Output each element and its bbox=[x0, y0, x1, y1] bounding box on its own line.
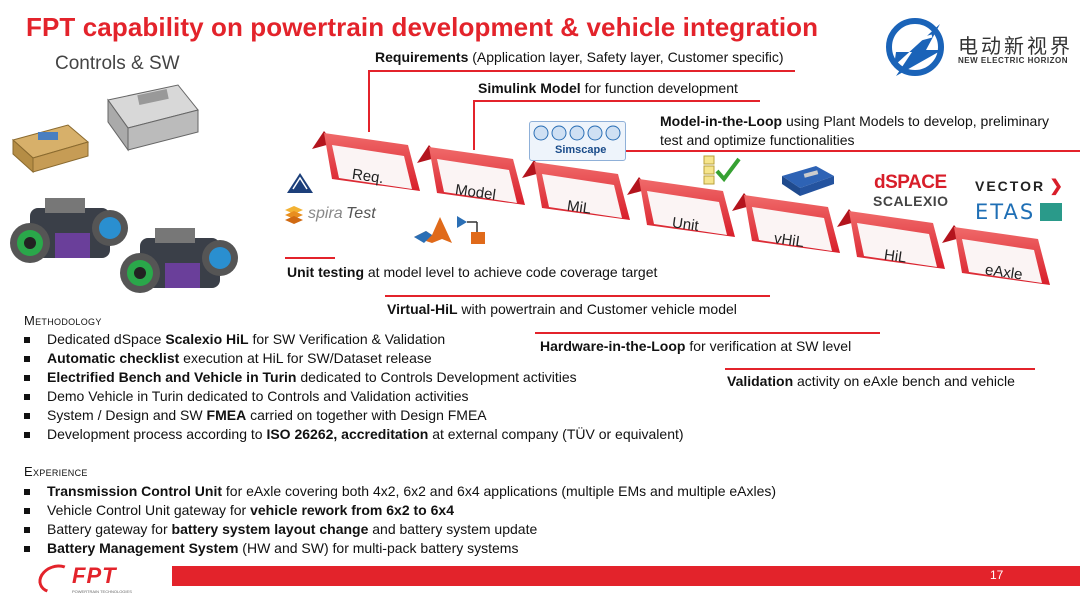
checklist-icon bbox=[703, 155, 741, 185]
scalexio-logo: SCALEXIO bbox=[873, 193, 949, 209]
vhil-leader-line bbox=[385, 295, 770, 297]
methodology-item-text: execution at HiL for SW/Dataset release bbox=[179, 350, 432, 366]
matlab-icon bbox=[414, 217, 452, 243]
methodology-item-bold-text: Electrified Bench and Vehicle in Turin bbox=[47, 369, 297, 385]
methodology-item-bold-text: ISO 26262, accreditation bbox=[266, 426, 429, 442]
spiratest-text-a: spira bbox=[308, 205, 343, 222]
experience-item-bold-text: vehicle rework from 6x2 to 6x4 bbox=[250, 502, 454, 518]
methodology-item-bold-text: Automatic checklist bbox=[47, 350, 180, 366]
page-number: 17 bbox=[990, 568, 1004, 582]
experience-item-text: Battery gateway for bbox=[47, 521, 172, 537]
spiratest-text-b: Test bbox=[346, 205, 376, 222]
etas-logo: ETAS bbox=[975, 200, 1062, 224]
experience-item-text: Vehicle Control Unit gateway for bbox=[47, 502, 251, 518]
etas-logo-text: ETAS bbox=[975, 200, 1036, 224]
methodology-item-bold-text: Scalexio HiL bbox=[165, 331, 249, 347]
ecu-hardware-image bbox=[11, 84, 199, 174]
eaxle-hardware-image bbox=[10, 198, 238, 293]
simulink-callout: Simulink Model for function development bbox=[478, 80, 738, 96]
spiratest-icon bbox=[285, 206, 303, 224]
methodology-item-text: System / Design and SW bbox=[47, 407, 207, 423]
methodology-item: System / Design and SW FMEA carried on t… bbox=[22, 406, 684, 425]
simscape-logo: Simscape bbox=[529, 121, 626, 161]
spiratest-logo: spira Test bbox=[283, 203, 378, 227]
methodology-list: Dedicated dSpace Scalexio HiL for SW Ver… bbox=[22, 330, 684, 444]
methodology-item: Development process according to ISO 262… bbox=[22, 425, 684, 444]
methodology-item-text: carried on together with Design FMEA bbox=[246, 407, 487, 423]
methodology-item: Dedicated dSpace Scalexio HiL for SW Ver… bbox=[22, 330, 684, 349]
fpt-logo: FPT POWERTRAIN TECHNOLOGIES bbox=[34, 559, 148, 601]
model-leader-drop bbox=[473, 100, 475, 150]
vector-logo-text: VECTOR bbox=[975, 178, 1046, 194]
unit-leader-line bbox=[285, 257, 335, 259]
brand-name-en: NEW ELECTRIC HORIZON bbox=[958, 56, 1068, 65]
brand-emblem-icon bbox=[886, 18, 944, 76]
methodology-item: Demo Vehicle in Turin dedicated to Contr… bbox=[22, 387, 684, 406]
hil-callout: Hardware-in-the-Loop for verification at… bbox=[540, 338, 852, 354]
experience-item-text: and battery system update bbox=[368, 521, 538, 537]
fpt-logo-subtext: POWERTRAIN TECHNOLOGIES bbox=[72, 589, 132, 594]
dspace-logo: dSPACE bbox=[874, 172, 947, 193]
methodology-item-text: Demo Vehicle in Turin dedicated to Contr… bbox=[47, 388, 469, 404]
validation-callout: Validation activity on eAxle bench and v… bbox=[727, 373, 1015, 389]
experience-item-bold-text: Battery Management System bbox=[47, 540, 239, 556]
requirements-callout: Requirements (Application layer, Safety … bbox=[375, 49, 784, 65]
unit-testing-callout: Unit testing at model level to achieve c… bbox=[287, 264, 658, 280]
ecu-device-icon bbox=[782, 166, 834, 196]
methodology-item-text: dedicated to Controls Development activi… bbox=[296, 369, 577, 385]
experience-item: Transmission Control Unit for eAxle cove… bbox=[22, 482, 776, 501]
step-mil-label: MiL bbox=[565, 197, 593, 218]
methodology-item: Automatic checklist execution at HiL for… bbox=[22, 349, 684, 368]
fpt-logo-text: FPT bbox=[72, 563, 117, 588]
experience-item-text: (HW and SW) for multi-pack battery syste… bbox=[238, 540, 519, 556]
experience-heading: Experience bbox=[24, 464, 88, 479]
brand-logo: 电动新视界 NEW ELECTRIC HORIZON bbox=[882, 14, 1077, 80]
vector-logo: VECTOR ❯ bbox=[975, 176, 1063, 196]
simulink-icon bbox=[457, 216, 485, 244]
model-leader-line bbox=[475, 100, 760, 102]
req-leader-drop bbox=[368, 70, 370, 132]
methodology-item-text: Development process according to bbox=[47, 426, 267, 442]
methodology-item-bold-text: FMEA bbox=[206, 407, 247, 423]
methodology-item-text: at external company (TÜV or equivalent) bbox=[428, 426, 684, 442]
mil-callout: Model-in-the-Loop using Plant Models to … bbox=[660, 113, 1049, 148]
page-title: FPT capability on powertrain development… bbox=[26, 12, 819, 42]
hil-leader-line bbox=[535, 332, 880, 334]
experience-item-text: for eAxle covering both 4x2, 6x2 and 6x4… bbox=[222, 483, 777, 499]
validation-leader-line bbox=[725, 368, 1035, 370]
simscape-label: Simscape bbox=[555, 144, 607, 156]
experience-item: Vehicle Control Unit gateway for vehicle… bbox=[22, 501, 776, 520]
virtual-hil-callout: Virtual-HiL with powertrain and Customer… bbox=[387, 301, 737, 317]
page-subtitle: Controls & SW bbox=[55, 53, 180, 74]
experience-item: Battery Management System (HW and SW) fo… bbox=[22, 539, 776, 558]
experience-list: Transmission Control Unit for eAxle cove… bbox=[22, 482, 776, 558]
vector-chevron-icon: ❯ bbox=[1049, 178, 1063, 195]
footer-bar bbox=[172, 566, 1080, 586]
simscape-icons bbox=[533, 125, 621, 141]
etas-emblem-icon bbox=[1039, 203, 1062, 221]
step-unit-label: Unit bbox=[670, 214, 700, 235]
experience-item-bold-text: battery system layout change bbox=[171, 521, 369, 537]
experience-item-bold-text: Transmission Control Unit bbox=[47, 483, 223, 499]
step-hil-label: HiL bbox=[882, 246, 908, 267]
methodology-item-text: Dedicated dSpace bbox=[47, 331, 166, 347]
methodology-heading: Methodology bbox=[24, 313, 102, 328]
methodology-item-text: for SW Verification & Validation bbox=[248, 331, 446, 347]
methodology-item: Electrified Bench and Vehicle in Turin d… bbox=[22, 368, 684, 387]
polarion-logo-icon bbox=[287, 173, 313, 193]
experience-item: Battery gateway for battery system layou… bbox=[22, 520, 776, 539]
req-leader-line bbox=[370, 70, 795, 72]
brand-name-cn: 电动新视界 bbox=[958, 34, 1073, 58]
mil-leader-line bbox=[570, 150, 1080, 152]
